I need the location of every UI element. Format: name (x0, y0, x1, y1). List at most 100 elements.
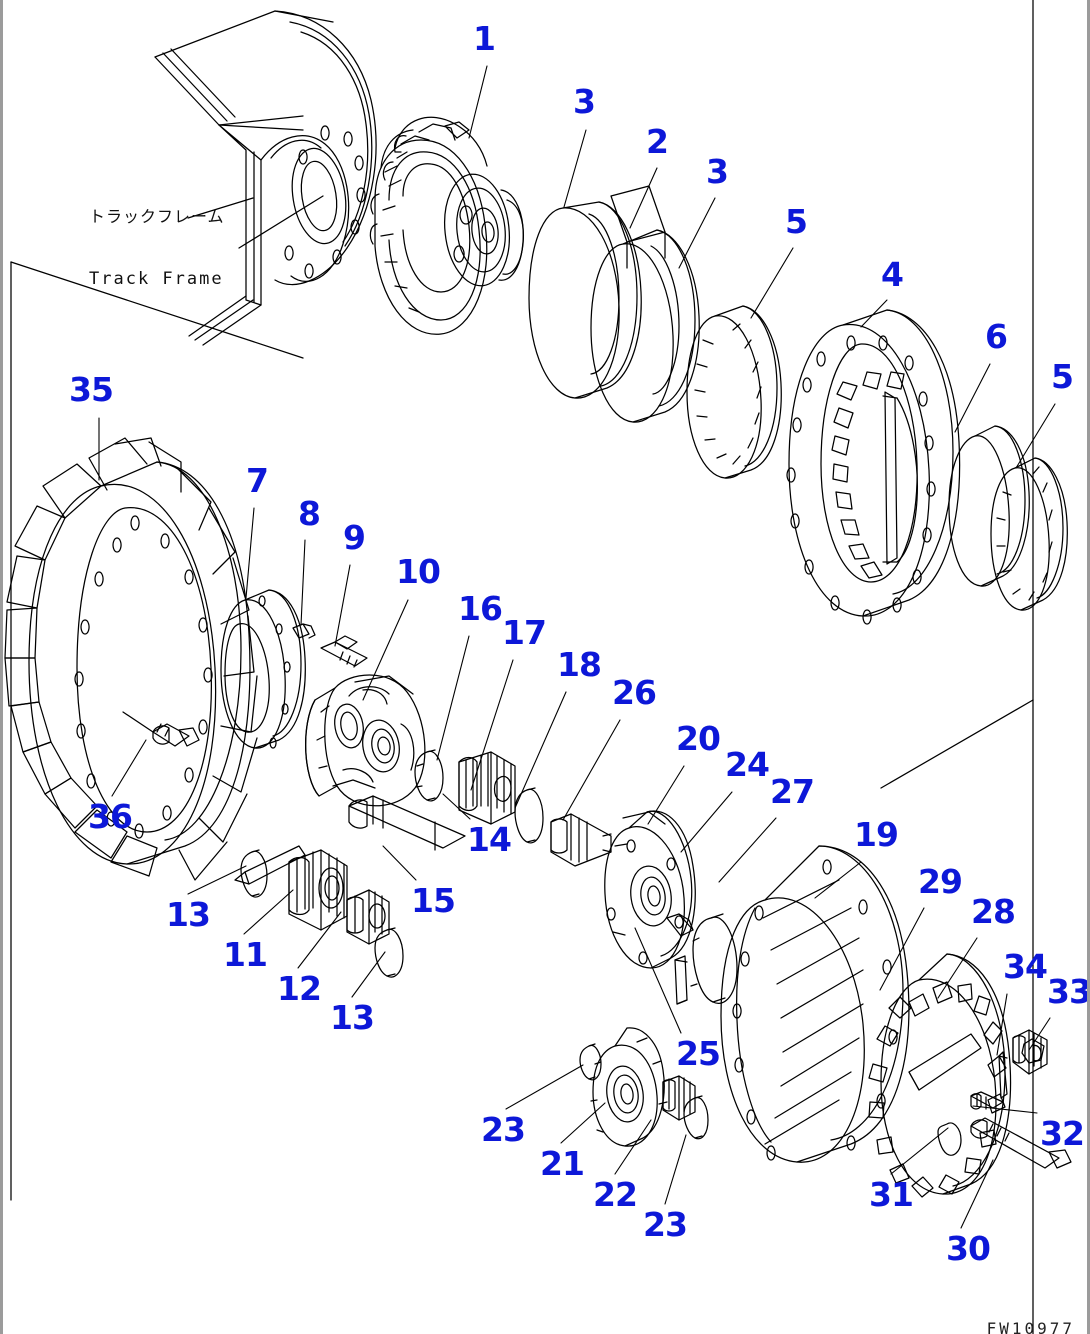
callout-23: 23 (643, 1205, 688, 1244)
callout-22: 22 (593, 1175, 638, 1214)
callout-3: 3 (706, 152, 729, 191)
part-14-shaft (348, 795, 466, 851)
callout-16: 16 (458, 589, 503, 628)
leader-line-23 (664, 1134, 687, 1205)
leader-line-25 (634, 927, 682, 1034)
callout-5: 5 (1051, 357, 1074, 396)
callout-2: 2 (646, 122, 669, 161)
part-19-ring-gear-housing (720, 845, 910, 1163)
leader-line-4 (860, 299, 888, 328)
leader-line-12 (297, 911, 342, 969)
callout-4: 4 (881, 255, 904, 294)
leader-line-26 (562, 719, 621, 821)
callout-9: 9 (343, 518, 366, 557)
leader-line-36 (111, 739, 147, 797)
callout-8: 8 (298, 494, 321, 533)
callout-5: 5 (785, 202, 808, 241)
callout-13: 13 (166, 895, 211, 934)
part-1-travel-motor (369, 116, 525, 335)
leader-line-3 (678, 197, 716, 269)
callout-26: 26 (612, 673, 657, 712)
part-27-snap-ring (690, 913, 738, 1004)
part-3-first-ring (528, 201, 642, 399)
part-35-sprocket (4, 437, 258, 881)
leader-line-2 (629, 167, 658, 229)
callout-34: 34 (1003, 947, 1048, 986)
callout-7: 7 (246, 461, 269, 500)
callout-20: 20 (676, 719, 721, 758)
leader-line-10 (362, 599, 409, 701)
leader-line-19 (814, 861, 862, 899)
callout-13: 13 (330, 998, 375, 1037)
callout-15: 15 (411, 881, 456, 920)
part-3-second-ring (590, 229, 700, 423)
callout-18: 18 (557, 645, 602, 684)
part-13-washer-right (374, 927, 404, 978)
part-36-bolt (122, 711, 200, 747)
part-26-shaft (550, 813, 612, 867)
leader-line-22 (614, 1119, 652, 1175)
part-18-snap-ring (514, 787, 544, 844)
leader-line-14 (442, 793, 471, 820)
track-frame-bracket (154, 10, 377, 346)
leader-line-30 (960, 1159, 994, 1229)
part-16-snap-ring (414, 749, 444, 802)
part-25-dowel (674, 955, 688, 1005)
callout-32: 32 (1040, 1114, 1085, 1153)
part-30-bolt (970, 1117, 1072, 1169)
leader-line-18 (514, 691, 567, 809)
leader-line-13 (187, 865, 247, 895)
leader-line-17 (470, 659, 514, 791)
part-33-fastener (1021, 1038, 1045, 1064)
leader-line-13 (351, 951, 386, 998)
part-5-bearing-right (990, 457, 1068, 611)
part-11-roller-bearing (288, 849, 348, 931)
callout-29: 29 (918, 862, 963, 901)
part-15-key (234, 845, 306, 885)
section-cut-frame-right (880, 0, 1034, 1334)
callout-10: 10 (396, 552, 441, 591)
leader-line-31 (890, 1127, 949, 1175)
leader-line-34 (996, 993, 1008, 1056)
part-13-washer-left (240, 849, 268, 898)
part-28-plug (1012, 1029, 1048, 1075)
part-31-fastener (937, 1122, 962, 1156)
callout-17: 17 (502, 613, 547, 652)
diagram-canvas (3, 0, 1087, 1334)
part-9-bolt (320, 635, 368, 668)
part-23-washer-right (683, 1095, 709, 1140)
leader-line-3 (563, 129, 587, 208)
leader-line-20 (647, 765, 685, 825)
leader-line-5 (750, 247, 794, 319)
leader-line-11 (243, 889, 294, 935)
part-8-pin (292, 623, 316, 639)
callout-leader-lines (98, 65, 1056, 1229)
leader-line-32 (972, 1105, 1038, 1114)
leader-line-33 (1028, 1017, 1051, 1051)
leader-line-28 (937, 937, 978, 999)
part-17-roller-bearing (458, 751, 516, 825)
track-frame-caption-jp: トラックフレーム (89, 206, 225, 226)
leader-line-27 (718, 817, 777, 883)
leader-line-16 (436, 635, 470, 761)
callout-33: 33 (1047, 972, 1090, 1011)
callout-1: 1 (473, 19, 496, 58)
leader-line-21 (560, 1102, 606, 1144)
leader-line-23 (505, 1064, 584, 1110)
section-cut-frame-left (10, 261, 304, 1201)
callout-30: 30 (946, 1229, 991, 1268)
leader-line-8 (300, 539, 306, 626)
callout-27: 27 (770, 772, 815, 811)
part-34-pin (998, 1051, 1008, 1099)
callout-28: 28 (971, 892, 1016, 931)
leader-line-7 (245, 507, 255, 599)
leader-line-1 (468, 65, 488, 139)
part-24-pin (666, 913, 694, 937)
part-4-hub-ring-gear (786, 309, 961, 625)
callout-24: 24 (725, 745, 770, 784)
line-art-svg (4, 0, 1072, 1334)
callout-21: 21 (540, 1144, 585, 1183)
callout-12: 12 (277, 969, 322, 1008)
part-22-bushing (662, 1075, 696, 1121)
part-21-planet-gear (590, 1027, 668, 1147)
